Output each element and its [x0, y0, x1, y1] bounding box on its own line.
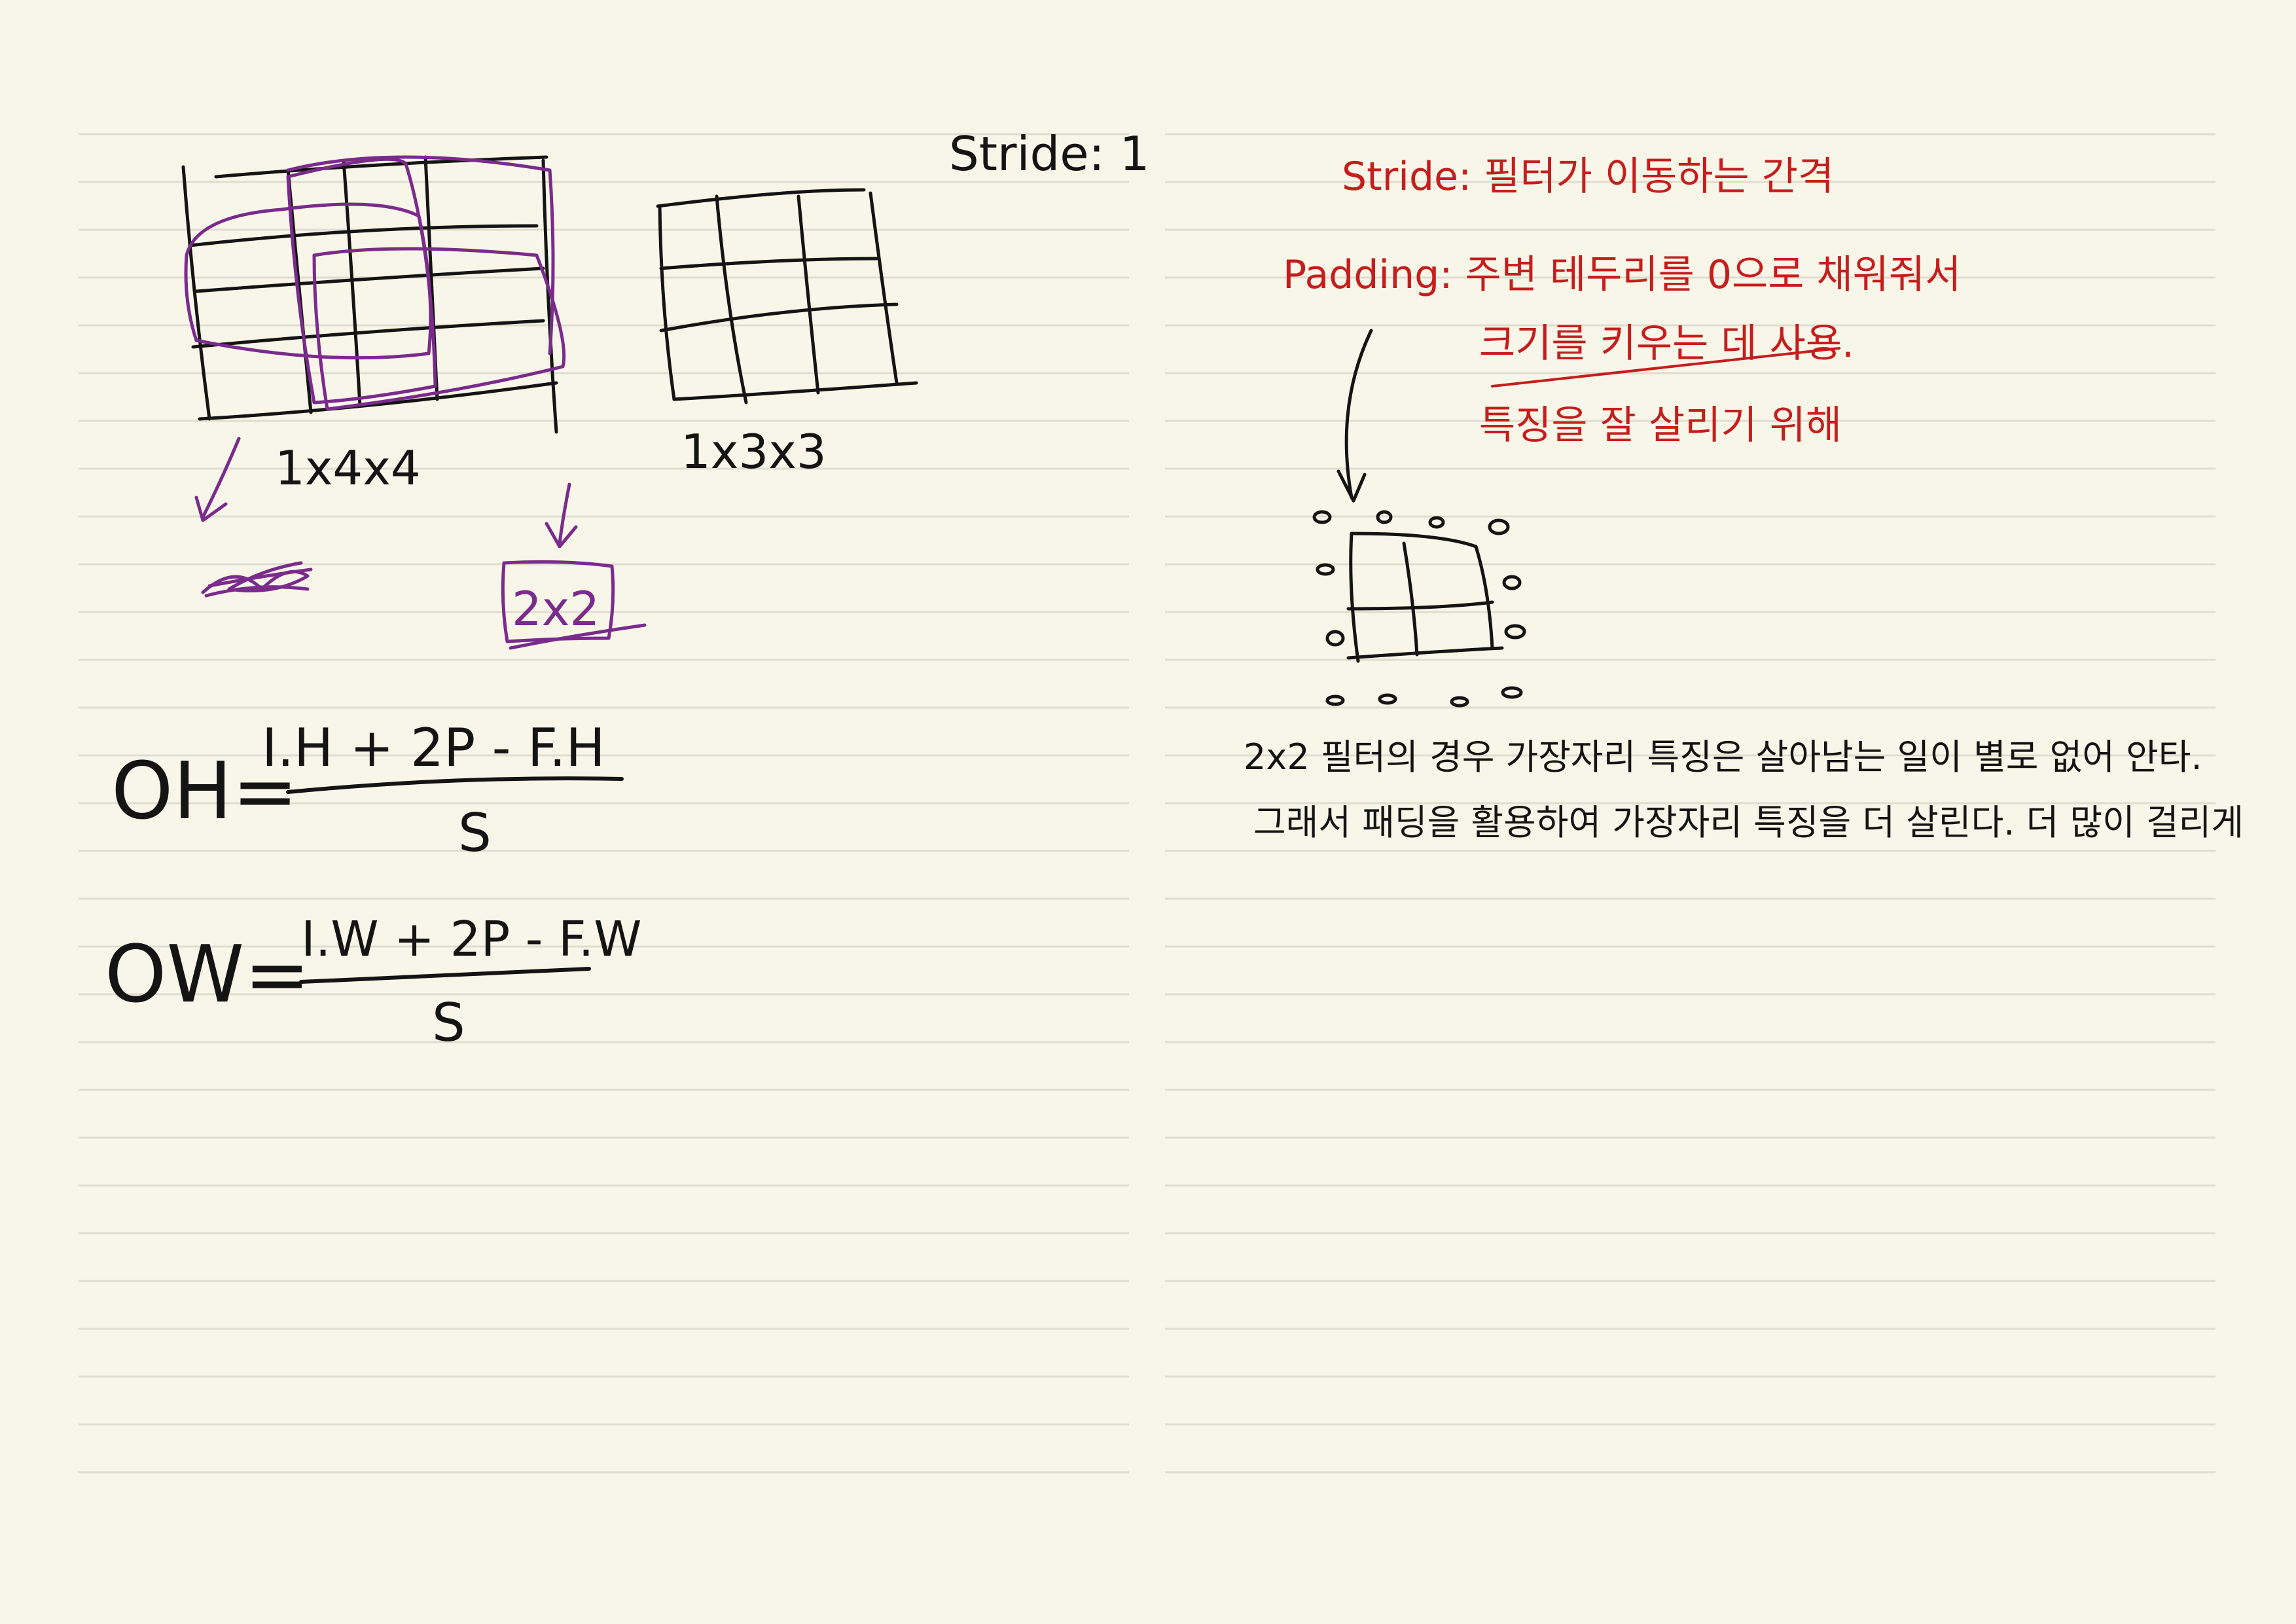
formula-oh-lhs: OH= — [111, 746, 298, 837]
stride-definition: Stride: 필터가 이동하는 간격 — [1342, 154, 1834, 200]
formula-ow-fraction-bar — [299, 967, 591, 984]
formula-ow-lhs: OW= — [105, 929, 310, 1020]
formula-oh-fraction-bar — [286, 776, 624, 794]
output-box — [501, 560, 647, 650]
scribbled-out-label — [201, 561, 313, 598]
input-shape-label: 1x4x4 — [275, 441, 421, 496]
red-underline — [1491, 347, 1840, 388]
padding-arrow — [1336, 329, 1373, 503]
formula-oh-denominator: S — [458, 803, 492, 863]
output-shape-label: 2x2 — [512, 581, 600, 636]
filter-position-overlays — [184, 155, 566, 411]
padding-definition-line-2: 크기를 키우는 데 사용. — [1479, 321, 1854, 367]
formula-oh-numerator: I.H + 2P - F.H — [262, 717, 605, 778]
padding-definition-line-3: 특징을 잘 살리기 위해 — [1479, 403, 1842, 448]
padding-definition: Padding: 주변 테두리를 0으로 채워줘서 — [1283, 252, 1961, 298]
explanation-line-1: 2x2 필터의 경우 가장자리 특징은 살아남는 일이 별로 없어 안타. — [1244, 736, 2202, 778]
filter-grid-3x3 — [656, 188, 918, 405]
stride-value-text: Stride: 1 — [949, 126, 1150, 181]
ruled-lines — [79, 133, 2215, 1473]
formula-ow-denominator: S — [432, 992, 465, 1053]
explanation-line-2: 그래서 패딩을 활용하여 가장자리 특징을 더 살린다. 더 많이 걸리게 — [1253, 802, 2244, 843]
input-grid-4x4 — [181, 155, 558, 434]
filter-shape-label: 1x3x3 — [681, 424, 827, 479]
formula-ow-numerator: I.W + 2P - F.W — [301, 911, 641, 967]
output-arrows — [194, 437, 578, 549]
padded-grid — [1346, 532, 1504, 663]
padding-zeros — [1312, 510, 1526, 708]
